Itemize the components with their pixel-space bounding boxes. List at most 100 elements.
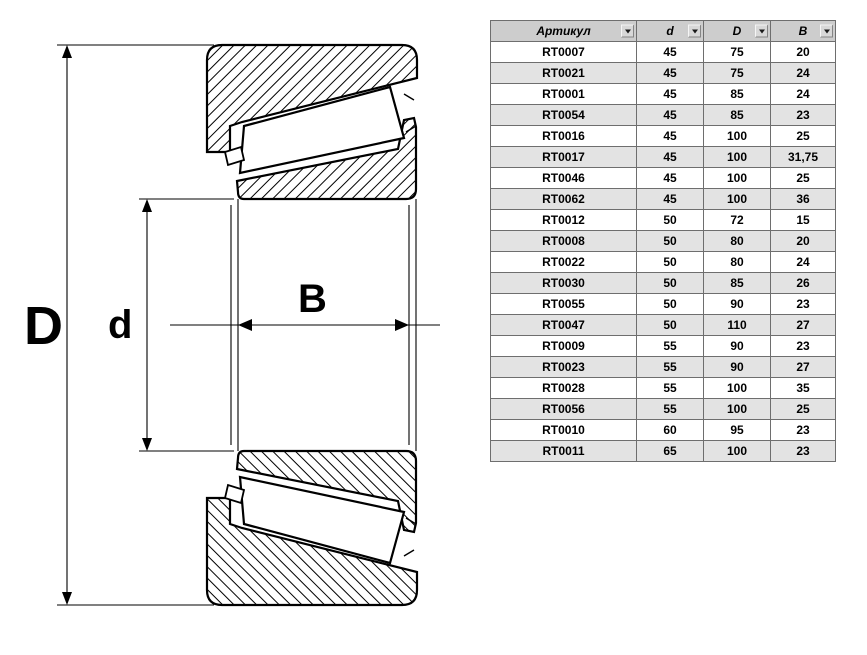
cell-B: 26 [770,272,836,294]
cell-D: 90 [703,293,771,315]
filter-dropdown-button[interactable] [621,24,634,38]
arrowhead [62,45,72,58]
table-row: RT0010 60 95 23 [490,419,836,441]
cell-d: 50 [636,209,704,231]
cell-article: RT0001 [490,83,637,105]
cell-D: 72 [703,209,771,231]
cell-D: 110 [703,314,771,336]
cell-D: 75 [703,41,771,63]
column-header-d: d [636,20,704,42]
cell-B: 24 [770,62,836,84]
table-row: RT0056 55 100 25 [490,398,836,420]
cell-B: 25 [770,125,836,147]
table-row: RT0047 50 110 27 [490,314,836,336]
column-header-d-label: d [666,24,674,38]
arrowhead [238,319,252,331]
parts-table-header: Артикул d D B [490,20,836,42]
cell-d: 50 [636,272,704,294]
table-row: RT0022 50 80 24 [490,251,836,273]
chevron-down-icon [691,29,698,33]
cell-d: 45 [636,83,704,105]
cell-d: 50 [636,251,704,273]
cell-article: RT0011 [490,440,637,462]
cell-d: 45 [636,167,704,189]
cell-d: 45 [636,125,704,147]
table-row: RT0030 50 85 26 [490,272,836,294]
cell-B: 23 [770,419,836,441]
cell-B: 23 [770,293,836,315]
table-row: RT0054 45 85 23 [490,104,836,126]
cell-B: 20 [770,41,836,63]
column-header-D: D [703,20,771,42]
cell-B: 36 [770,188,836,210]
cell-D: 75 [703,62,771,84]
parts-table-body: RT0007 45 75 20 RT0021 45 75 24 RT0001 4… [490,41,836,462]
cell-d: 55 [636,335,704,357]
roller-rib-line [403,93,415,101]
cell-B: 15 [770,209,836,231]
column-header-D-label: D [732,24,742,38]
cell-article: RT0016 [490,125,637,147]
cell-d: 50 [636,230,704,252]
bearing-top-half [205,43,419,201]
arrowhead [62,592,72,605]
cell-B: 31,75 [770,146,836,168]
table-row: RT0062 45 100 36 [490,188,836,210]
cell-B: 25 [770,398,836,420]
cell-d: 45 [636,62,704,84]
cell-article: RT0007 [490,41,637,63]
table-row: RT0011 65 100 23 [490,440,836,462]
cell-D: 100 [703,188,771,210]
outer-ring-section [205,43,419,154]
cell-d: 45 [636,104,704,126]
filter-dropdown-button[interactable] [820,24,833,38]
cell-B: 27 [770,356,836,378]
cell-d: 45 [636,146,704,168]
chevron-down-icon [624,29,631,33]
cell-D: 95 [703,419,771,441]
cell-B: 23 [770,104,836,126]
column-header-article-label: Артикул [536,24,591,38]
cell-article: RT0010 [490,419,637,441]
cell-d: 50 [636,293,704,315]
cell-article: RT0054 [490,104,637,126]
table-row: RT0007 45 75 20 [490,41,836,63]
filter-dropdown-button[interactable] [755,24,768,38]
cell-B: 20 [770,230,836,252]
parts-table: Артикул d D B RT0007 45 75 20 [490,20,836,462]
cell-article: RT0023 [490,356,637,378]
table-row: RT0028 55 100 35 [490,377,836,399]
cell-d: 50 [636,314,704,336]
table-row: RT0046 45 100 25 [490,167,836,189]
column-header-article: Артикул [490,20,637,42]
filter-dropdown-button[interactable] [688,24,701,38]
dimension-D-label: D [24,296,63,356]
cell-d: 55 [636,356,704,378]
arrowhead [395,319,409,331]
cell-article: RT0009 [490,335,637,357]
parts-table-container: Артикул d D B RT0007 45 75 20 [490,20,836,462]
bearing-bottom-half [205,449,419,607]
table-row: RT0021 45 75 24 [490,62,836,84]
cell-article: RT0021 [490,62,637,84]
arrowhead [142,199,152,212]
table-row: RT0055 50 90 23 [490,293,836,315]
cell-article: RT0012 [490,209,637,231]
cell-B: 35 [770,377,836,399]
dimension-D [57,44,214,606]
table-row: RT0008 50 80 20 [490,230,836,252]
cell-article: RT0046 [490,167,637,189]
inner-ring-section [235,116,418,201]
cell-D: 90 [703,335,771,357]
cell-article: RT0030 [490,272,637,294]
cell-B: 24 [770,83,836,105]
dimension-B-label: B [298,277,327,321]
table-row: RT0023 55 90 27 [490,356,836,378]
cell-d: 65 [636,440,704,462]
cell-D: 85 [703,272,771,294]
cage-section [223,145,246,167]
cell-article: RT0047 [490,314,637,336]
cell-article: RT0056 [490,398,637,420]
cell-B: 24 [770,251,836,273]
cell-D: 85 [703,83,771,105]
